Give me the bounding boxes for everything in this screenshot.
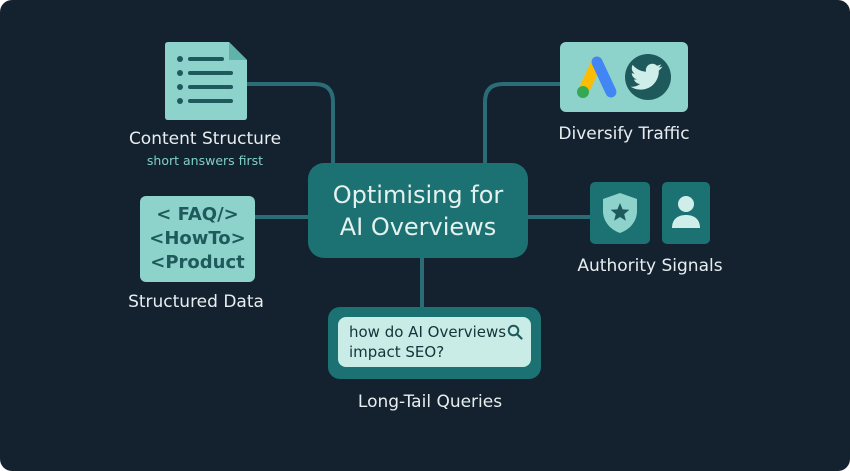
search-query-box: how do AI Overviews impact SEO? <box>328 307 541 379</box>
shield-star-icon <box>603 193 637 233</box>
diversify-traffic-label: Diversify Traffic <box>558 124 690 144</box>
content-structure-sublabel: short answers first <box>146 153 264 168</box>
diversify-traffic-box <box>560 42 688 112</box>
connector-diversify-traffic <box>483 82 560 166</box>
content-structure-label: Content Structure <box>128 129 282 149</box>
search-field: how do AI Overviews impact SEO? <box>338 317 531 367</box>
document-icon <box>165 42 247 120</box>
search-query-text: how do AI Overviews impact SEO? <box>349 323 507 361</box>
structured-data-label: Structured Data <box>128 292 264 312</box>
person-tile <box>662 182 710 244</box>
connector-content-structure <box>247 82 335 166</box>
long-tail-queries-label: Long-Tail Queries <box>357 392 503 412</box>
twitter-bird-icon <box>625 54 671 100</box>
search-icon <box>507 324 523 340</box>
structured-data-box: < FAQ/> <HowTo> <Product <box>140 196 255 282</box>
code-line-product: <Product <box>150 252 245 273</box>
center-title-line2: AI Overviews <box>339 212 497 241</box>
code-line-faq: < FAQ/> <box>156 204 239 225</box>
authority-signals-label: Authority Signals <box>577 256 723 276</box>
shield-tile <box>590 182 650 244</box>
center-title-line1: Optimising for <box>332 180 504 209</box>
center-node: Optimising for AI Overviews <box>308 163 528 258</box>
person-icon <box>672 196 700 228</box>
google-ads-icon <box>577 56 617 98</box>
code-line-howto: <HowTo> <box>149 228 246 249</box>
